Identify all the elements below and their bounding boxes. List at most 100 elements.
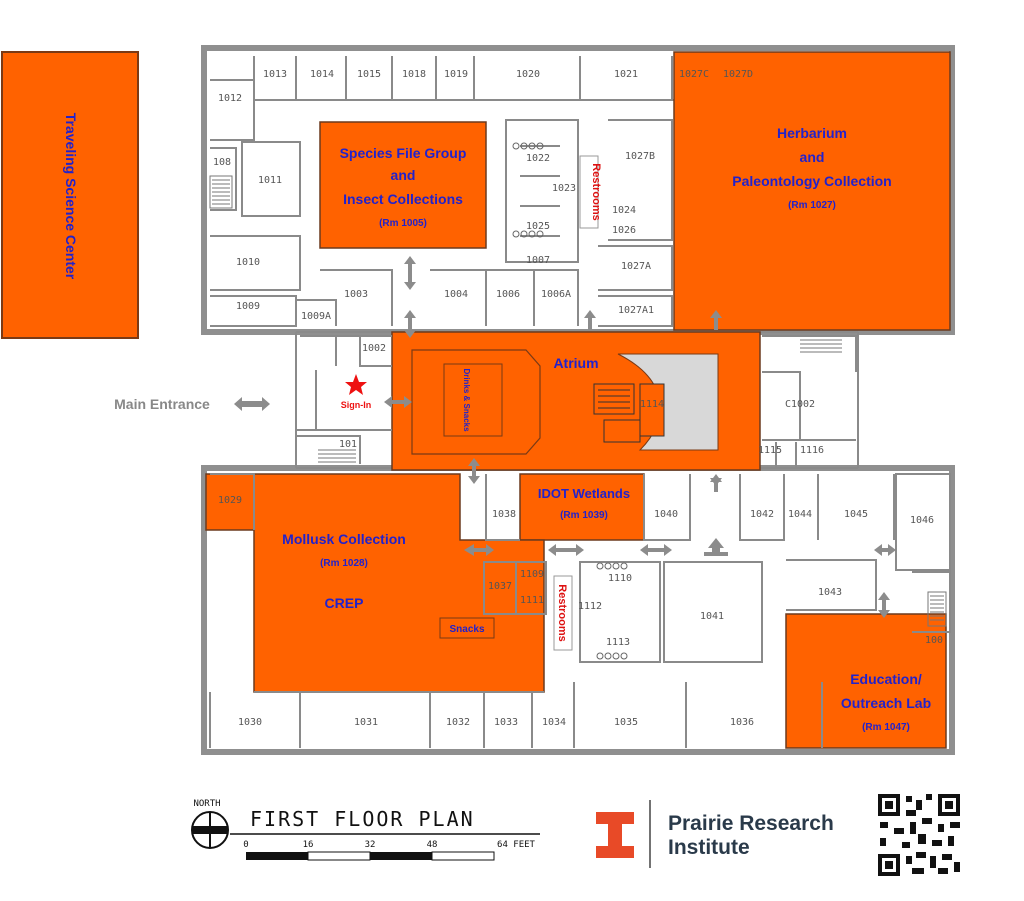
room-1013: 1013: [263, 69, 287, 80]
education-label-line2: Outreach Lab: [841, 695, 931, 711]
herbarium-label-line3: Paleontology Collection: [732, 173, 891, 189]
direction-arrows: [384, 256, 896, 618]
north-arrow-icon: [191, 811, 229, 849]
species-label-line2: and: [391, 167, 416, 183]
room-1045: 1045: [844, 509, 868, 520]
species-label-line3: Insect Collections: [343, 191, 463, 207]
middle-walls: [296, 335, 857, 468]
room-1032: 1032: [446, 717, 470, 728]
scale-tick-64: 64 FEET: [497, 840, 536, 850]
scale-tick-0: 0: [243, 840, 248, 850]
room-1046: 1046: [910, 515, 934, 526]
room-c1002: C1002: [785, 399, 815, 410]
room-1036: 1036: [730, 717, 754, 728]
north-restroom-box: [579, 155, 599, 229]
room-100: 100: [925, 635, 943, 646]
floor-plan-title: FIRST FLOOR PLAN: [250, 807, 475, 831]
herbarium-label-line2: and: [800, 149, 825, 165]
room-1109: 1109: [520, 569, 544, 580]
room-1113: 1113: [606, 637, 630, 648]
education-label-line1: Education/: [850, 671, 922, 687]
room-1024: 1024: [612, 205, 636, 216]
sign-in-label: Sign-In: [341, 400, 372, 410]
north-label: NORTH: [193, 799, 220, 809]
room-1014: 1014: [310, 69, 334, 80]
snacks-box: [439, 617, 495, 639]
illinois-block-i-logo: [596, 812, 634, 858]
room-1038: 1038: [492, 509, 516, 520]
sign-in-star-icon: [345, 374, 367, 395]
idot-wetlands-area: [519, 473, 645, 541]
room-1044: 1044: [788, 509, 812, 520]
room-1019: 1019: [444, 69, 468, 80]
south-restroom-box: [553, 575, 573, 651]
room-1010: 1010: [236, 257, 260, 268]
room-1004: 1004: [444, 289, 468, 300]
education-area: [785, 613, 947, 749]
traveling-science-center-label: Traveling Science Center: [63, 113, 79, 280]
room-1033: 1033: [494, 717, 518, 728]
room-1116: 1116: [800, 445, 824, 456]
room-1040: 1040: [654, 509, 678, 520]
scale-tick-16: 16: [303, 840, 314, 850]
room-1027d: 1027D: [723, 69, 753, 80]
room-1034: 1034: [542, 717, 566, 728]
room-1042: 1042: [750, 509, 774, 520]
room-1020: 1020: [516, 69, 540, 80]
education-room-label: (Rm 1047): [862, 722, 910, 733]
atrium-label: Atrium: [553, 355, 598, 371]
north-west-stairs: [209, 175, 233, 209]
room-1002: 1002: [362, 343, 386, 354]
room-1021: 1021: [614, 69, 638, 80]
atrium-stage: [411, 349, 541, 455]
room-1026: 1026: [612, 225, 636, 236]
room-1110: 1110: [608, 573, 632, 584]
main-entrance-label: Main Entrance: [114, 396, 210, 412]
room-1006: 1006: [496, 289, 520, 300]
room-1031: 1031: [354, 717, 378, 728]
south-walls: [209, 473, 951, 748]
room-1043: 1043: [818, 587, 842, 598]
prairie-research-line2: Institute: [668, 836, 750, 859]
traveling-science-center-block: [1, 51, 139, 339]
room-1018: 1018: [402, 69, 426, 80]
east-stairs: [800, 339, 842, 353]
room-1025: 1025: [526, 221, 550, 232]
room-1015: 1015: [357, 69, 381, 80]
mollusk-label: Mollusk Collection: [282, 531, 406, 547]
drinks-snacks-label: Drinks & Snacks: [462, 368, 471, 432]
south-restroom-fixtures: [596, 562, 628, 660]
idot-room-label: (Rm 1039): [560, 510, 608, 521]
atrium-stairs: [593, 383, 665, 443]
room-1023: 1023: [552, 183, 576, 194]
room-1112: 1112: [578, 601, 602, 612]
scale-tick-48: 48: [427, 840, 438, 850]
room-1029: 1029: [218, 495, 242, 506]
species-room-label: (Rm 1005): [379, 218, 427, 229]
room-1027a1: 1027A1: [618, 305, 654, 316]
room-1022: 1022: [526, 153, 550, 164]
north-restroom-fixtures: [512, 142, 544, 238]
south-restrooms-label: Restrooms: [556, 584, 568, 641]
snacks-label: Snacks: [449, 624, 484, 635]
crep-label: CREP: [325, 595, 364, 611]
north-restrooms-label: Restrooms: [590, 163, 602, 220]
room-1027c: 1027C: [679, 69, 709, 80]
room-108: 108: [213, 157, 231, 168]
scale-bar: [246, 851, 495, 861]
south-east-stairs: [927, 591, 947, 627]
room-1115: 1115: [758, 445, 782, 456]
middle-link-outline: [295, 331, 859, 469]
room-1027b: 1027B: [625, 151, 655, 162]
north-wing-outline: [201, 45, 955, 335]
south-west-stairs: [318, 449, 356, 463]
room-1041: 1041: [700, 611, 724, 622]
room-1003: 1003: [344, 289, 368, 300]
species-file-area: [319, 121, 487, 249]
room-101: 101: [339, 439, 357, 450]
room-1030: 1030: [238, 717, 262, 728]
herbarium-label-line1: Herbarium: [777, 125, 847, 141]
room-1011: 1011: [258, 175, 282, 186]
idot-label: IDOT Wetlands: [538, 486, 630, 501]
